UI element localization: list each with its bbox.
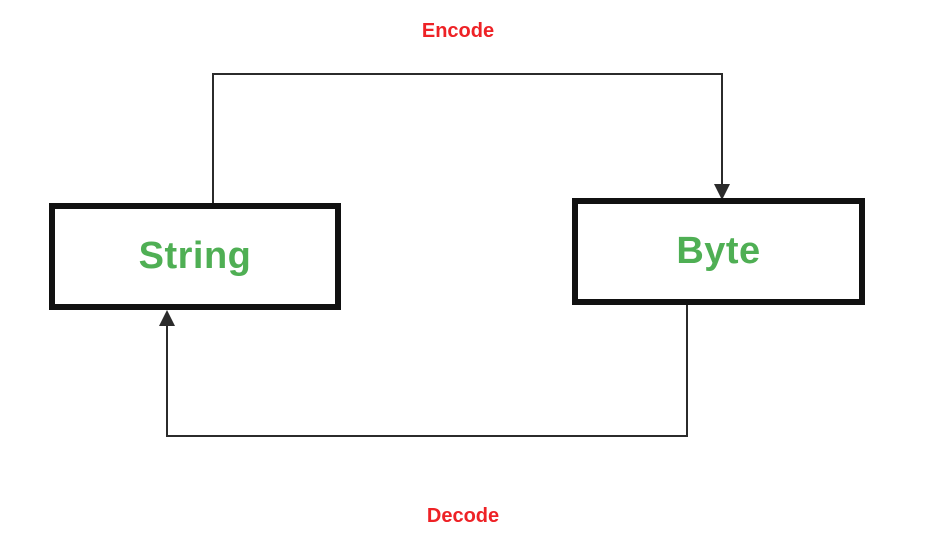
byte-node: Byte	[572, 198, 865, 305]
encode-arrow	[212, 73, 730, 203]
byte-node-label: Byte	[676, 230, 761, 272]
string-node: String	[49, 203, 341, 310]
decode-arrow	[159, 305, 688, 437]
string-node-label: String	[138, 235, 252, 277]
encode-label: Encode	[421, 20, 495, 42]
decode-label: Decode	[426, 505, 500, 527]
